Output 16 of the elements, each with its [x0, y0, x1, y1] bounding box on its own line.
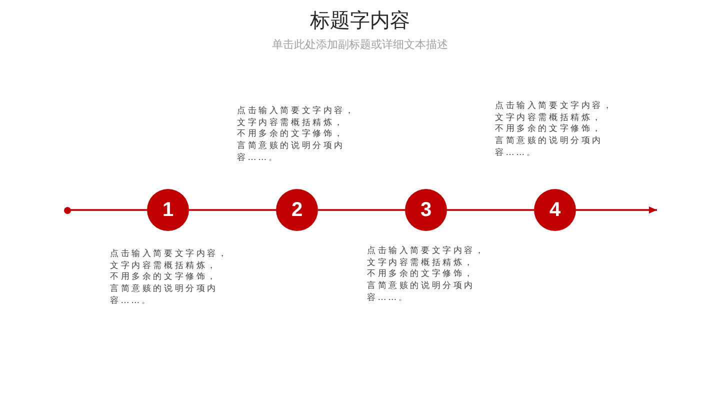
numbered-circle: 1 — [147, 189, 189, 231]
dot — [64, 206, 70, 214]
connector-line — [70, 209, 147, 211]
subtitle: 单击此处添加副标题或详细文本描述 — [271, 38, 449, 52]
numbered-circle: 3 — [405, 189, 447, 231]
description-text: 点击输入简要文字内容，文字内容需概括精炼，不用多余的文字修饰，言简意赅的说明分项内容……。 — [110, 249, 230, 308]
description-text: 点击输入简要文字内容，文字内容需概括精炼，不用多余的文字修饰，言简意赅的说明分项内容……。 — [237, 106, 357, 165]
title: 标题字内容 — [309, 7, 411, 33]
description-text: 点击输入简要文字内容，文字内容需概括精炼，不用多余的文字修饰，言简意赅的说明分项内容……。 — [367, 246, 487, 305]
arrow — [576, 206, 657, 214]
connector-line — [189, 209, 276, 211]
connector-line — [318, 209, 405, 211]
numbered-circle: 2 — [276, 189, 318, 231]
connector-line — [447, 209, 534, 211]
description-text: 点击输入简要文字内容，文字内容需概括精炼，不用多余的文字修饰，言简意赅的说明分项内容……。 — [495, 101, 615, 160]
numbered-circle: 4 — [534, 189, 576, 231]
